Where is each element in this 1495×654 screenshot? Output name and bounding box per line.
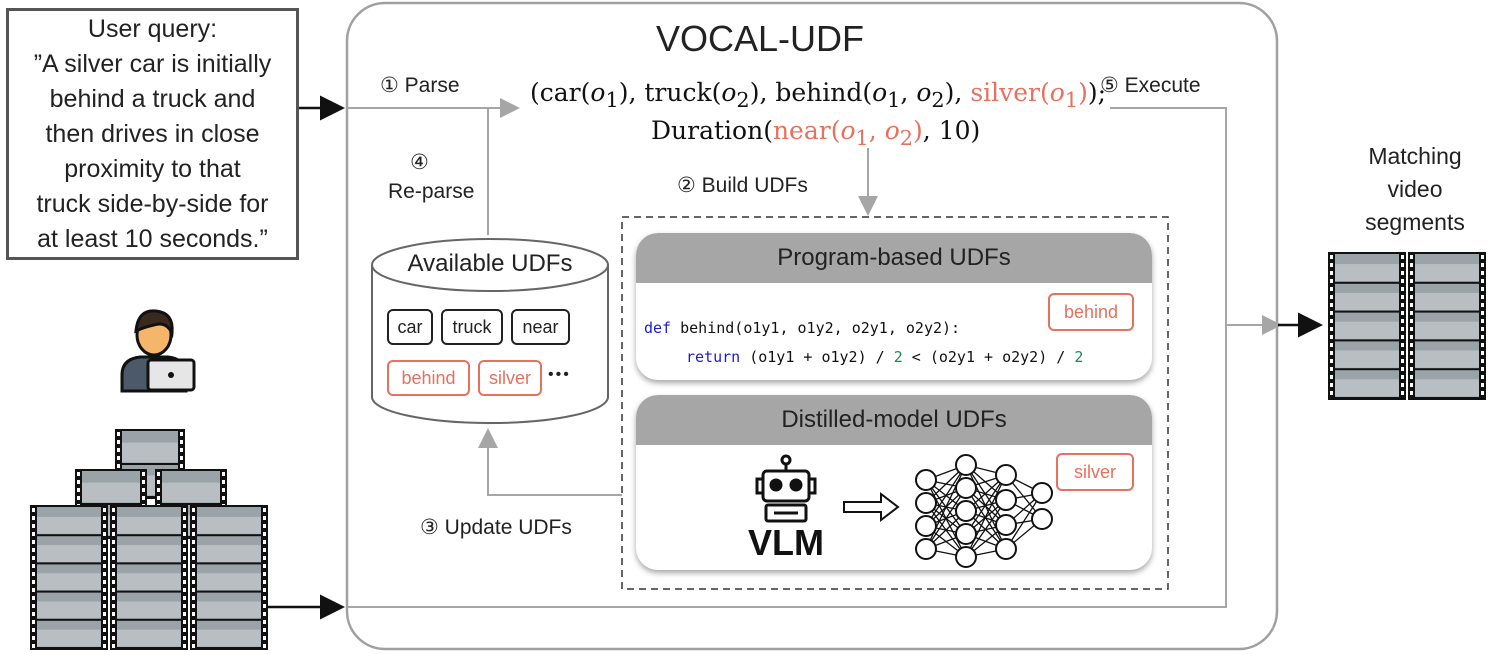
nn-node [995,514,1017,536]
nn-node [915,538,937,560]
code-line-1: def behind(o1y1, o1y2, o2y1, o2y2): [644,319,960,337]
code-expr-b: < (o2y1 + o2y2) / [902,348,1075,366]
query-formula-line2: Duration(near(o1, o2), 10) [651,116,981,150]
nn-edge [965,474,1007,535]
input-video-stack [30,429,268,650]
udf-chip-behind: behind [387,360,470,396]
code-def-keyword: def [644,319,672,337]
udf-build-box [621,216,1169,590]
film-strip [190,505,268,650]
step-build-label: ② Build UDFs [677,174,808,197]
nn-node [955,477,977,499]
code-line-2: return (o1y1 + o1y2) / 2 < (o2y1 + o2y2)… [686,348,1083,366]
nn-edge [925,487,967,550]
program-tag-behind: behind [1048,293,1134,331]
user-query-text: ”A silver car is initially behind a truc… [33,49,272,253]
nn-node [955,523,977,545]
nn-node [955,454,977,476]
user-avatar-icon [120,309,196,393]
nn-edge [965,499,1007,558]
user-query-heading: User query: [87,14,218,43]
user-query-box: User query: ”A silver car is initially b… [6,8,299,260]
distilled-model-panel: Distilled-model UDFs silver VLM [636,395,1152,570]
nn-node [1031,508,1053,530]
udf-chip-silver: silver [478,360,542,396]
udf-more-ellipsis: ••• [548,366,571,383]
code-return-keyword: return [686,348,741,366]
nn-node [915,515,937,537]
nn-edge [925,464,967,527]
available-udfs-title: Available UDFs [407,250,573,277]
nn-node [955,500,977,522]
step-reparse-label: Re-parse [388,180,475,203]
udf-chip-near: near [511,309,570,345]
step-execute-label: ⑤ Execute [1100,74,1201,97]
program-based-panel: Program-based UDFs behind def behind(o1y… [636,233,1152,380]
nn-edge [965,464,1007,526]
execute-line [1110,107,1282,335]
nn-edge [965,474,1007,558]
nn-node [915,492,937,514]
udf-chip-truck: truck [441,309,503,345]
distilled-tag-silver: silver [1056,453,1134,491]
program-based-title: Program-based UDFs [636,233,1152,283]
code-num-1: 2 [893,348,903,366]
film-strip [110,505,188,650]
distill-arrow-icon [843,491,900,523]
step-update-label: ③ Update UDFs [420,516,572,539]
film-strip [1328,252,1406,400]
nn-node [995,464,1017,486]
film-strip [30,505,108,650]
vlm-label: VLM [748,522,824,563]
robot-icon [755,454,817,523]
neural-network-icon [915,454,1053,568]
code-num-2: 2 [1074,348,1084,366]
step-reparse-number: ④ [410,151,429,174]
nn-node [915,469,937,491]
distill-illustration: VLM [748,454,1053,568]
film-strip [1408,252,1486,400]
nn-edge [925,464,967,550]
step-parse-label: ① Parse [380,74,460,97]
nn-node [1031,482,1053,504]
distilled-model-title: Distilled-model UDFs [636,395,1152,445]
nn-node [995,489,1017,511]
query-formula-line1: (car(o1), truck(o2), behind(o1, o2), sil… [530,78,1107,112]
nn-edge [1005,492,1043,550]
code-expr-a: (o1y1 + o1y2) / [740,348,894,366]
nn-node [995,538,1017,560]
udf-chip-car: car [387,309,433,345]
output-label: Matching video segments [1365,143,1465,235]
code-signature: behind(o1y1, o1y2, o2y1, o2y2): [671,319,961,337]
nn-node [955,546,977,568]
diagram-title: VOCAL-UDF [655,18,865,59]
update-arrow [478,428,622,496]
output-video-segments [1328,252,1486,400]
video-through-line [347,325,1227,608]
